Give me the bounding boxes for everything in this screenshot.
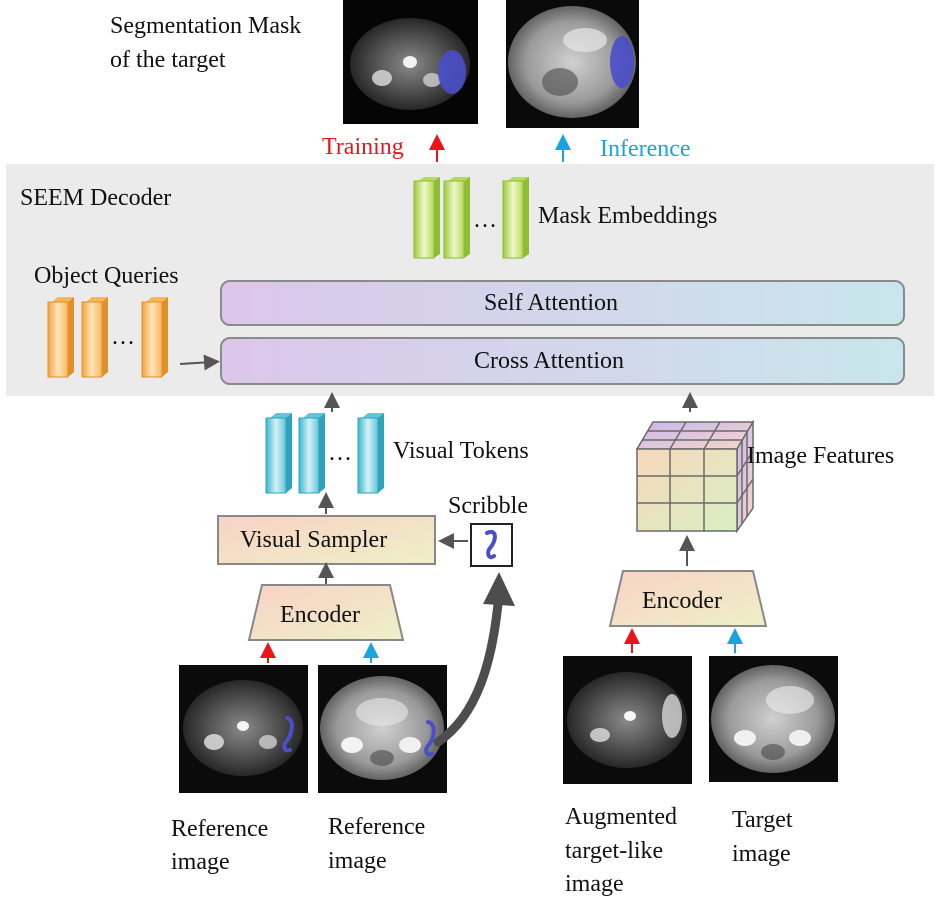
object-queries-label: Object Queries <box>34 263 179 289</box>
visual-sampler-box <box>217 515 436 565</box>
mask-embeddings <box>413 177 529 259</box>
reference-image-1-caption-line1: Reference <box>171 816 269 842</box>
visual-sampler-label: Visual Sampler <box>240 527 388 553</box>
mask-embeddings-ellipsis: … <box>473 207 497 233</box>
left-encoder-box <box>247 584 405 641</box>
target-image-caption-line1: Target <box>732 807 793 833</box>
self-attention-label: Self Attention <box>484 290 618 316</box>
scribble-stroke <box>485 529 497 560</box>
scribble-extraction-arrow <box>433 599 503 747</box>
image-features-label: Image Features <box>747 443 895 469</box>
segmentation-mask-label-line2: of the target <box>110 47 226 73</box>
right-encoder-box <box>608 570 768 627</box>
cross-attention-box <box>220 337 905 385</box>
scribble-extraction-arrowhead <box>483 572 515 606</box>
training-label: Training <box>322 134 404 160</box>
object-queries-ellipsis: … <box>111 324 135 350</box>
reference-image-1-caption-line2: image <box>171 849 230 875</box>
image-features-cube <box>635 419 755 534</box>
visual-tokens-ellipsis: … <box>328 440 352 466</box>
segmentation-output-inference-image <box>506 0 639 128</box>
queries-to-cross-attention-arrow <box>179 354 220 371</box>
object-queries <box>47 297 168 378</box>
reference-image-2-caption-line2: image <box>328 848 387 874</box>
seem-decoder-title: SEEM Decoder <box>20 185 172 211</box>
reference-image-2 <box>318 665 447 793</box>
reference-image-1 <box>179 665 308 793</box>
target-image-caption-line2: image <box>732 841 791 867</box>
visual-tokens <box>265 413 384 494</box>
reference-image-2-caption-line1: Reference <box>328 814 426 840</box>
scribble-label: Scribble <box>448 493 528 519</box>
inference-label: Inference <box>600 136 691 162</box>
left-encoder-label: Encoder <box>280 602 360 628</box>
target-image <box>709 656 838 782</box>
segmentation-mask-label-line1: Segmentation Mask <box>110 13 302 39</box>
self-attention-box <box>220 280 905 326</box>
augmented-image-caption-line1: Augmented <box>565 804 677 830</box>
mask-embeddings-label: Mask Embeddings <box>538 203 718 229</box>
segmentation-output-training-image <box>343 0 478 124</box>
visual-tokens-label: Visual Tokens <box>393 438 529 464</box>
cross-attention-label: Cross Attention <box>474 348 625 374</box>
augmented-image-caption-line2: target-like <box>565 838 664 864</box>
augmented-image-caption-line3: image <box>565 871 624 897</box>
right-encoder-label: Encoder <box>642 588 722 614</box>
augmented-target-like-image <box>563 656 692 784</box>
